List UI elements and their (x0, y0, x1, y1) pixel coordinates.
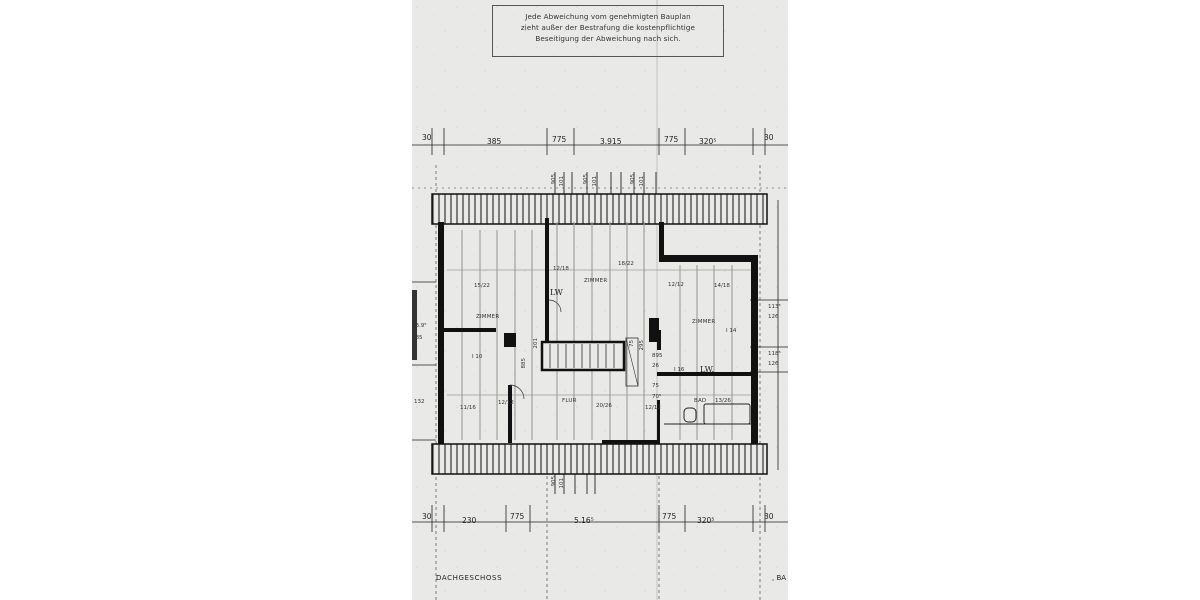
dim-bottom-3: 775 (510, 512, 525, 521)
dim-right-2: 126 (768, 314, 779, 320)
mark-885: 885 (521, 358, 527, 369)
rafter-top-label-4: 101 (592, 176, 598, 187)
room-label-flur: FLUR (562, 398, 577, 404)
dim-right-3: 118⁵ (768, 351, 781, 357)
grid-axis-lines (412, 165, 788, 600)
mark-75b: 75 (652, 383, 659, 389)
dim-right-4: 126 (768, 361, 779, 367)
top-dimension-line (412, 128, 788, 155)
room-label-zimmer-mid: ZIMMER (584, 278, 608, 284)
dim-right-1: 113⁵ (768, 304, 781, 310)
dim-bottom-7: 30 (764, 512, 774, 521)
section-label-13: I 14 (726, 328, 737, 334)
mark-lw-1: LW (550, 288, 563, 297)
dim-bottom-6: 320⁵ (697, 516, 715, 525)
dim-top-5: 775 (664, 135, 679, 144)
mark-75a: 75 (629, 340, 635, 347)
section-label-11: I 10 (472, 354, 483, 360)
room-label-bad: BAD (694, 398, 707, 404)
top-rafter-markers (554, 172, 657, 194)
rafter-top-label-1: 905 (551, 174, 557, 185)
section-label-2: 12/18 (553, 266, 569, 272)
section-label-6: 11/16 (460, 405, 476, 411)
left-dimension-line (412, 281, 436, 441)
dim-bottom-2: 230 (462, 516, 477, 525)
mark-26: 26 (652, 363, 659, 369)
eaves-bottom (431, 443, 768, 475)
section-label-8: 20/26 (596, 403, 612, 409)
section-label-4: 12/12 (668, 282, 684, 288)
dim-top-1: 30 (422, 133, 432, 142)
section-label-12: I 16 (674, 367, 685, 373)
approval-stamp: Jede Abweichung vom genehmigten Bauplan … (492, 5, 724, 57)
bottom-dimension-line (412, 505, 788, 532)
rafter-bottom-label-1: 905 (551, 476, 557, 487)
section-label-5: 14/18 (714, 283, 730, 289)
rafter-top-label-6: 101 (639, 176, 645, 187)
dim-left-1: 23.9⁵ (412, 323, 427, 329)
eaves-top (431, 193, 768, 225)
mark-895: 895 (652, 353, 663, 359)
staircase (540, 337, 639, 387)
bottom-rafter-markers (554, 474, 596, 494)
paper-texture (412, 0, 788, 600)
dim-bottom-4: 5.16⁵ (574, 516, 594, 525)
dim-left-3: 132 (414, 399, 425, 405)
dim-top-6: 320⁵ (699, 137, 717, 146)
stamp-line-1: Jede Abweichung vom genehmigten Bauplan (525, 12, 691, 21)
mark-70: 70⁵ (652, 394, 662, 400)
drawing-title: DACHGESCHOSS (436, 574, 503, 582)
rafter-top-label-5: 905 (630, 174, 636, 185)
mark-201: 201 (533, 338, 539, 349)
section-label-10: 13/26 (715, 398, 731, 404)
room-label-zimmer-right: ZIMMER (692, 319, 716, 325)
rafter-bottom-label-2: 101 (559, 478, 565, 489)
dim-top-7: 30 (764, 133, 774, 142)
section-label-3: 18/22 (618, 261, 634, 267)
bath-fixtures (664, 403, 752, 425)
dim-bottom-1: 30 (422, 512, 432, 521)
dim-left-2: 185 (412, 335, 423, 341)
section-label-1: 15/22 (474, 283, 490, 289)
dim-top-3: 775 (552, 135, 567, 144)
stamp-line-3: Beseitigung der Abweichung nach sich. (535, 34, 681, 43)
stamp-line-2: zieht außer der Bestrafung die kostenpfl… (520, 23, 696, 32)
floor-plan-sheet: Jede Abweichung vom genehmigten Bauplan … (412, 0, 788, 600)
walls (438, 218, 758, 444)
rafter-top-label-3: 905 (583, 174, 589, 185)
left-margin-mark (412, 290, 417, 360)
door-swings (509, 299, 562, 400)
mark-lw-2: LW. (700, 365, 714, 374)
dim-top-4: 3.915 (600, 137, 622, 146)
dim-top-2: 385 (487, 137, 502, 146)
drawing-title-right: , BA (772, 574, 787, 582)
mark-295: 295 (639, 340, 645, 351)
section-label-7: 12/12 (498, 400, 514, 406)
floor-plan-drawing (412, 0, 788, 600)
room-label-zimmer-left: ZIMMER (476, 314, 500, 320)
rafter-top-label-2: 101 (559, 176, 565, 187)
dim-bottom-5: 775 (662, 512, 677, 521)
section-label-9: 12/12 (645, 405, 661, 411)
